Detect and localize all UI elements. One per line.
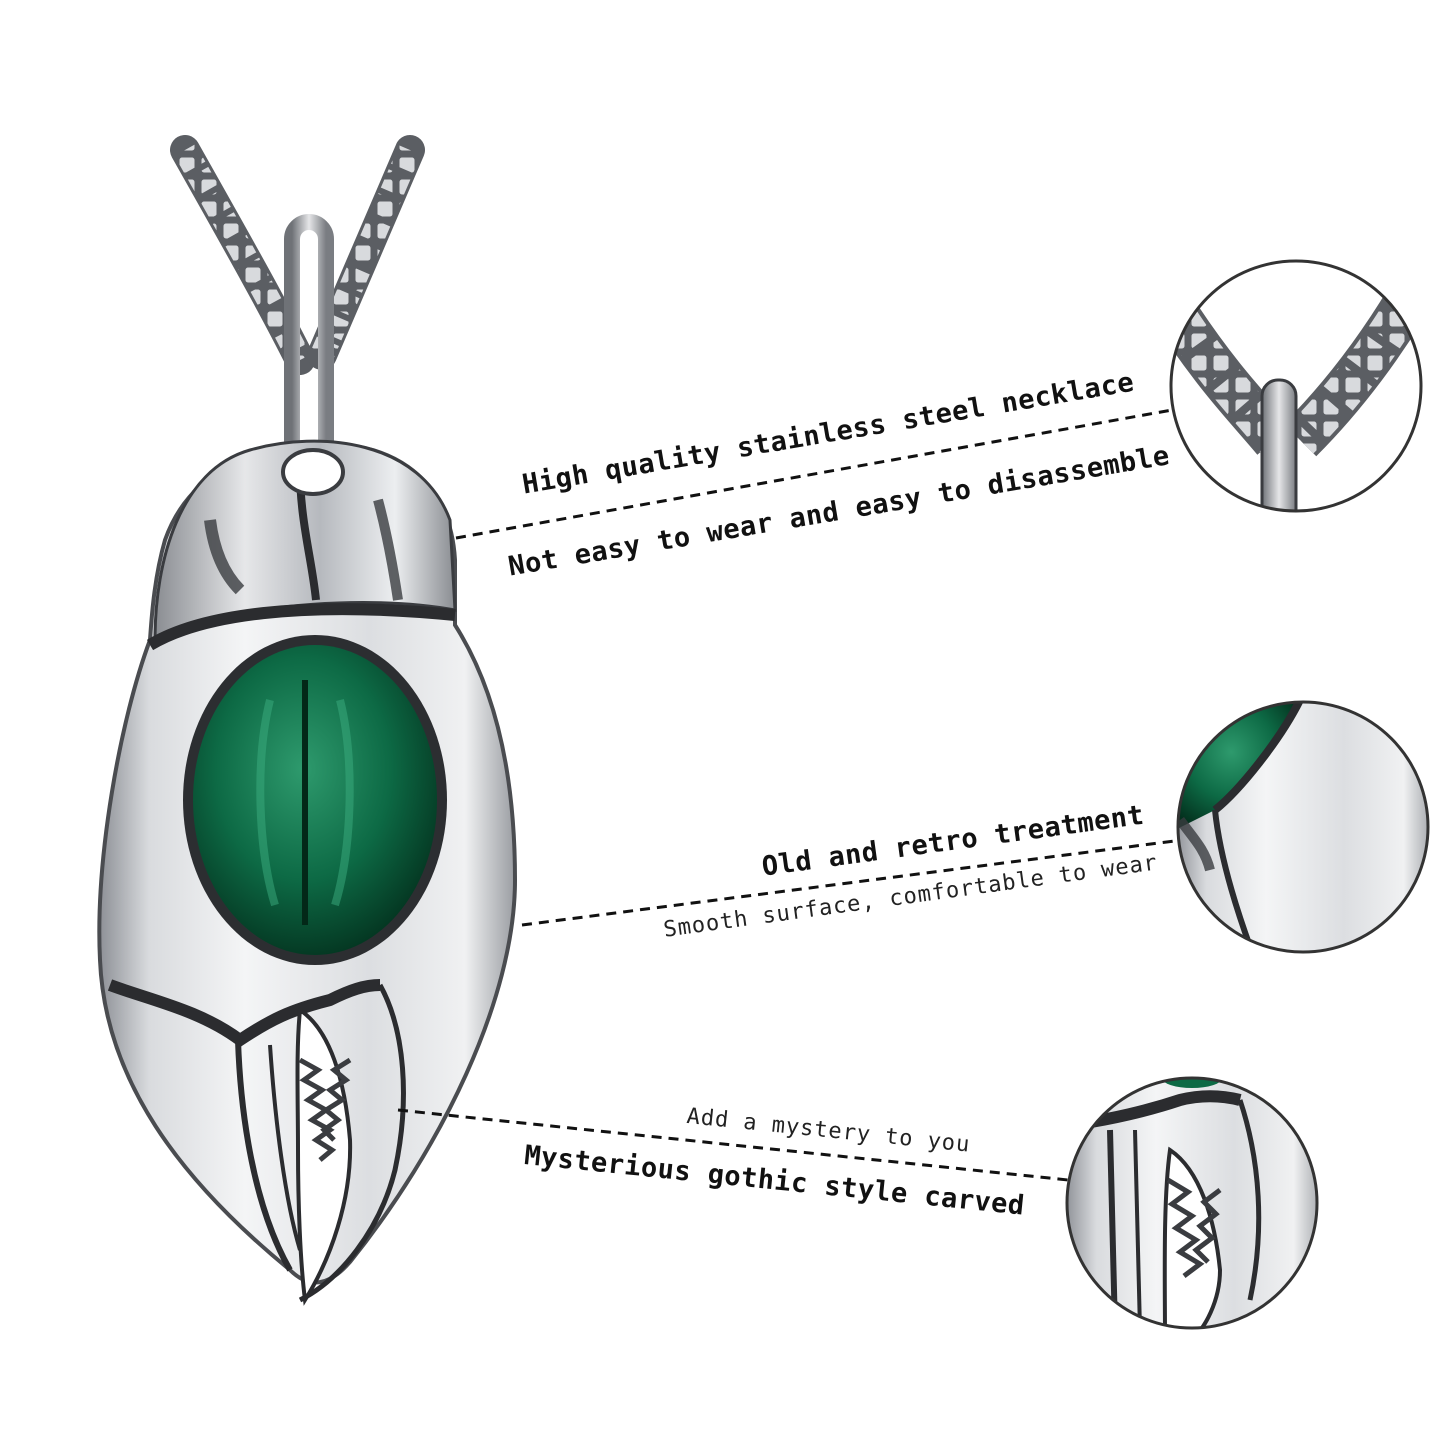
- callout-lines: [397, 408, 1183, 1182]
- zoom-circle-chain: [1171, 261, 1421, 511]
- callout-line-2: [521, 838, 1183, 927]
- claw-pendant: [97, 439, 518, 1306]
- callout-line-3: [397, 1108, 1069, 1182]
- zoom-circle-stone: [1178, 702, 1428, 952]
- callout-line-1: [455, 408, 1173, 540]
- zoom-circle-teeth: [1067, 1078, 1317, 1328]
